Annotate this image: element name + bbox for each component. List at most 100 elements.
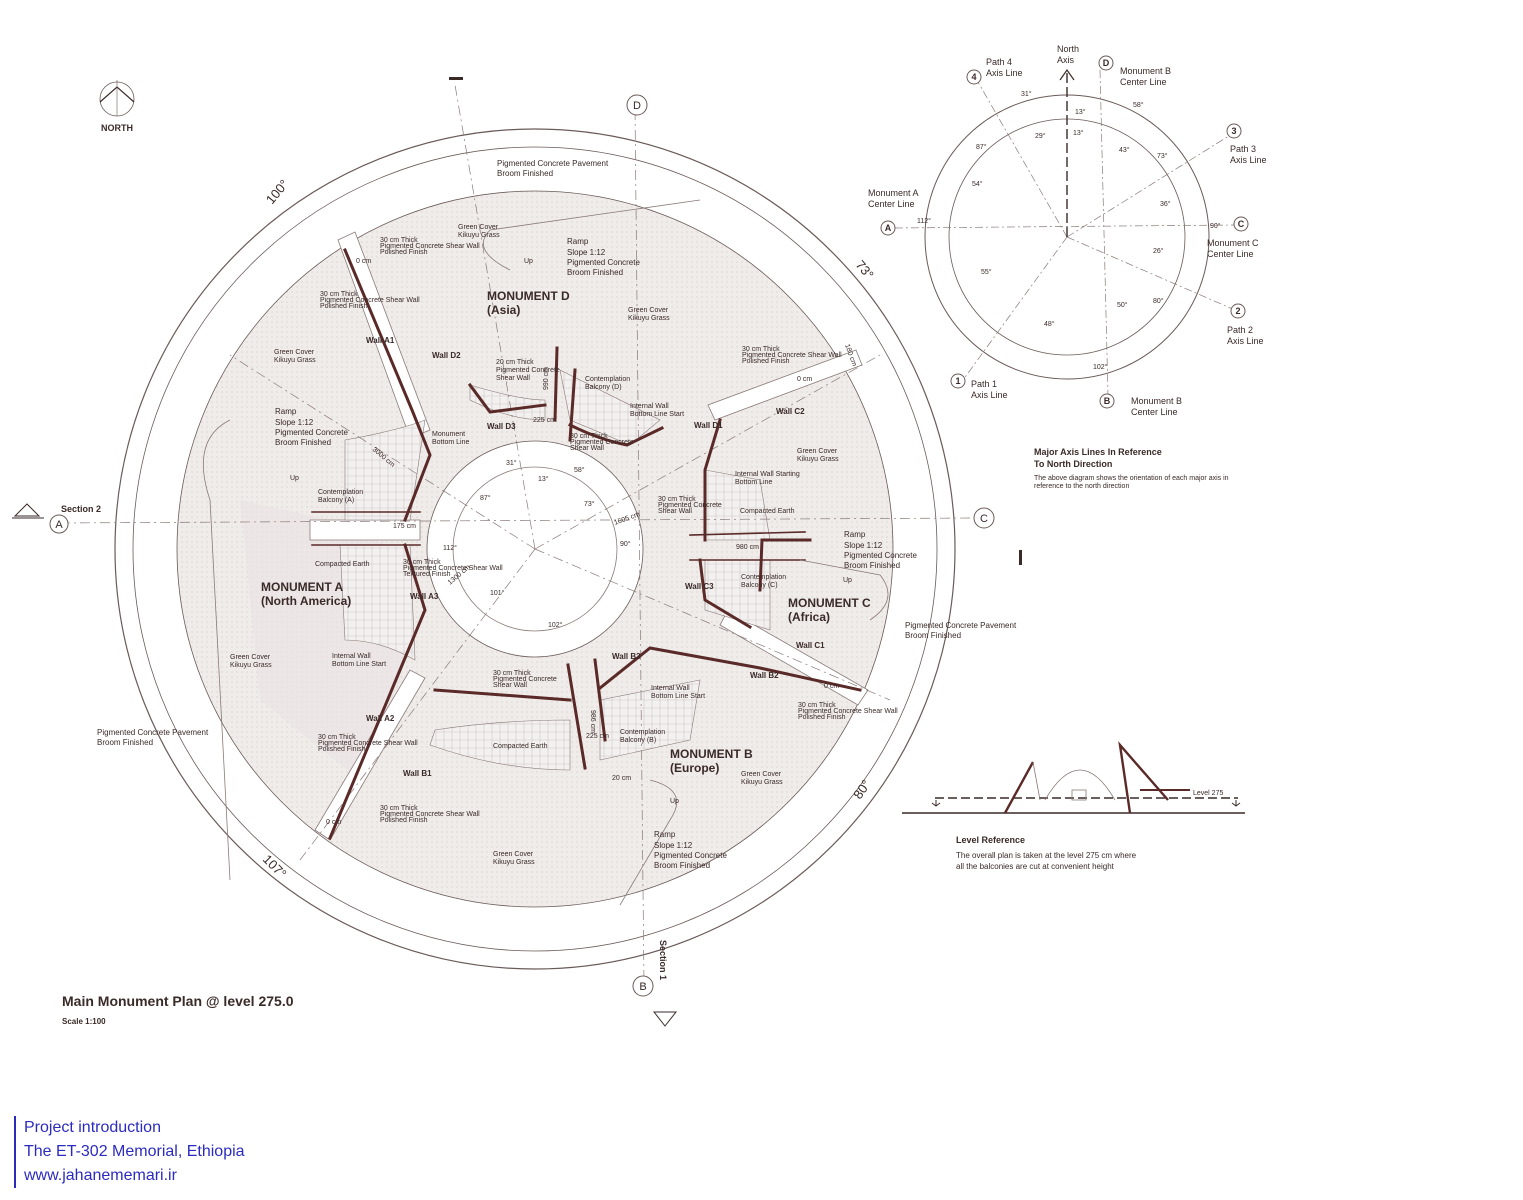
note-kikuyu: Kikuyu Grass xyxy=(458,232,500,239)
note-shear-line: Pigmented Concrete Shear Wall xyxy=(320,297,420,304)
note-internal: Internal Wall xyxy=(630,403,669,410)
note-slope: Slope 1:12 xyxy=(844,541,883,550)
axis-angle-102: 102° xyxy=(1093,363,1108,371)
note-broom: Broom Finished xyxy=(497,169,553,178)
note-ramp: Ramp xyxy=(654,830,676,839)
note-internal-starting: Internal Wall Starting xyxy=(735,471,800,478)
bubble-c: C xyxy=(980,513,988,525)
balcony-pavements xyxy=(339,369,771,771)
note-ramp: Ramp xyxy=(275,407,297,416)
axis-angle-13: 13° xyxy=(1075,108,1086,116)
note-shear30: 30 cm Thick xyxy=(798,702,836,709)
center-angle-87: 87° xyxy=(480,494,491,502)
dim-0: 0 cm xyxy=(824,683,839,690)
note-bottom-start: Bottom Line Start xyxy=(651,693,705,700)
note-green: Green Cover xyxy=(230,654,271,661)
center-angle-102: 102° xyxy=(548,621,563,629)
monument-d-region: (Asia) xyxy=(487,303,520,317)
note-shear30: 30 cm Thick xyxy=(380,237,418,244)
wall-b2-label: Wall B2 xyxy=(750,671,779,680)
note-internal: Internal Wall xyxy=(332,653,371,660)
note-slope: Slope 1:12 xyxy=(654,841,693,850)
north-label: NORTH xyxy=(101,123,133,133)
note-kikuyu: Kikuyu Grass xyxy=(274,357,316,364)
caption-website-link[interactable]: www.jahanememari.ir xyxy=(24,1167,177,1184)
wall-c2-label: Wall C2 xyxy=(776,407,805,416)
dim-0: 0 cm xyxy=(797,376,812,383)
monb-bottom-label: Monument B xyxy=(1131,396,1182,406)
note-up: Up xyxy=(843,577,852,584)
note-green: Green Cover xyxy=(741,771,782,778)
dim-990: 990 cm xyxy=(543,367,550,390)
note-broom: Broom Finished xyxy=(905,631,961,640)
center-angle-101: 101° xyxy=(490,589,505,597)
level-heading: Level Reference xyxy=(956,835,1025,845)
note-pc: Pigmented Concrete xyxy=(658,502,722,509)
axis-angle-112: 112° xyxy=(917,217,931,225)
note-internal: Internal Wall xyxy=(651,685,690,692)
path3-label-2: Axis Line xyxy=(1230,155,1267,165)
axis-angle-43: 43° xyxy=(1119,146,1130,154)
wall-d3-label: Wall D3 xyxy=(487,422,516,431)
note-slope: Slope 1:12 xyxy=(567,248,606,257)
monb-top-label: Monument B xyxy=(1120,66,1171,76)
dim-20: 20 cm xyxy=(612,775,631,782)
note-pavement: Pigmented Concrete Pavement xyxy=(497,159,609,168)
mona-label-2: Center Line xyxy=(868,199,915,209)
project-caption: Project introduction The ET-302 Memorial… xyxy=(14,1116,245,1188)
center-angle-58: 58° xyxy=(574,466,585,474)
note-shear20: 20 cm Thick xyxy=(496,359,534,366)
axis-bubble-3: 3 xyxy=(1231,126,1236,136)
note-green: Green Cover xyxy=(628,307,669,314)
wall-d1-label: Wall D1 xyxy=(694,421,723,430)
note-textured: Textured Finish xyxy=(403,571,451,578)
dim-0: 0 cm xyxy=(326,819,341,826)
center-angle-13: 13° xyxy=(538,475,549,483)
axis-angle-55: 55° xyxy=(981,268,992,276)
mona-label: Monument A xyxy=(868,188,919,198)
note-bottom-start: Bottom Line Start xyxy=(332,661,386,668)
note-pc: Pigmented Concrete xyxy=(654,851,727,860)
axis-bubble-1: 1 xyxy=(955,376,960,386)
note-broom: Broom Finished xyxy=(567,268,623,277)
axis-bubble-c: C xyxy=(1238,219,1245,229)
axis-bubble-d: D xyxy=(1103,58,1110,68)
note-balcony-b: Balcony (B) xyxy=(620,737,656,744)
wall-a2-label: Wall A2 xyxy=(366,714,395,723)
note-compacted: Compacted Earth xyxy=(493,743,548,750)
section-2-label: Section 2 xyxy=(61,504,101,514)
note-shear30: 30 cm Thick xyxy=(742,346,780,353)
axis-angle-26: 26° xyxy=(1153,247,1164,255)
monb-top-label-2: Center Line xyxy=(1120,77,1167,87)
paved-paths xyxy=(309,231,869,841)
note-polished: Polished Finish xyxy=(798,714,846,721)
north-axis-label: North xyxy=(1057,44,1079,54)
note-pc: Pigmented Concrete xyxy=(567,258,640,267)
note-bottom-line: Bottom Line xyxy=(735,479,772,486)
axis-angle-80: 80° xyxy=(1153,297,1164,305)
axis-angle-73: 73° xyxy=(1157,152,1168,160)
dim-986: 986 cm xyxy=(589,710,596,733)
note-kikuyu: Kikuyu Grass xyxy=(628,315,670,322)
center-angle-112: 112° xyxy=(443,544,457,552)
note-shear: Shear Wall xyxy=(570,445,604,452)
shear-walls xyxy=(311,248,862,840)
level-reference-section xyxy=(902,741,1245,814)
monc-label: Monument C xyxy=(1207,238,1259,248)
wall-b1-label: Wall B1 xyxy=(403,769,432,778)
note-pavement: Pigmented Concrete Pavement xyxy=(905,621,1017,630)
axis-angle-13b: 13° xyxy=(1073,129,1084,137)
caption-line-1: Project introduction xyxy=(24,1119,161,1136)
axis-diagram-labels: North Axis Path 4 Axis Line Monument B C… xyxy=(868,44,1267,417)
note-polished: Polished Finish xyxy=(742,358,790,365)
note-bottom-line: Bottom Line xyxy=(432,439,469,446)
note-shear: Shear Wall xyxy=(493,682,527,689)
axis-bubble-b: B xyxy=(1104,396,1111,406)
note-pc: Pigmented Concrete xyxy=(275,428,348,437)
wall-d2-label: Wall D2 xyxy=(432,351,461,360)
angle-100: 100° xyxy=(263,177,292,207)
axis-angle-87: 87° xyxy=(976,143,987,151)
section-markers: A D C B xyxy=(12,77,1022,1027)
plan-notes: Pigmented Concrete Pavement Broom Finish… xyxy=(97,159,1017,870)
